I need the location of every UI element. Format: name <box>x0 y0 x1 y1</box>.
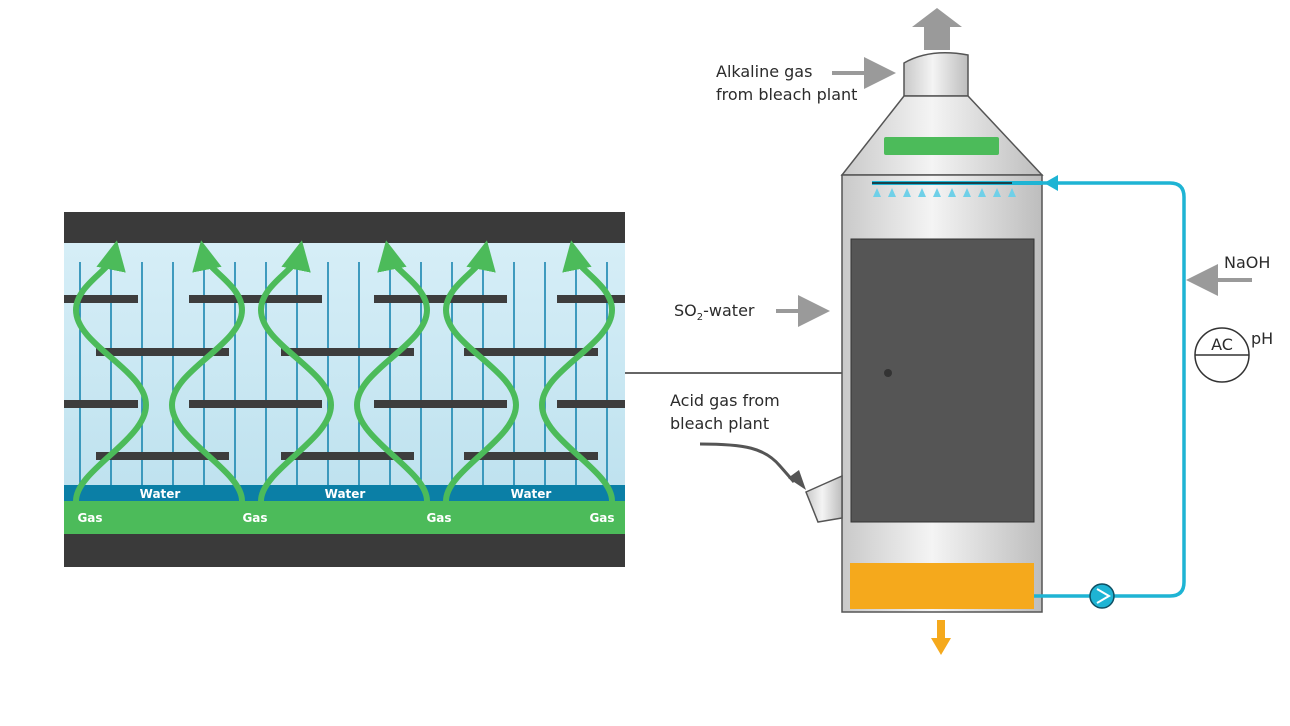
spray-nozzle <box>993 188 1001 197</box>
gas-streams <box>72 240 616 504</box>
gas-stream <box>353 240 431 504</box>
packing-bed <box>850 238 1035 523</box>
outlet-up-arrow <box>912 8 962 50</box>
spray-nozzle <box>888 188 896 197</box>
packing-plate <box>189 295 322 303</box>
ac-label: AC <box>1211 335 1233 354</box>
gas-stream <box>257 240 335 504</box>
packing-plate <box>64 295 138 303</box>
packing-plates <box>64 295 625 460</box>
packing-plate <box>374 295 507 303</box>
water-label: Water <box>325 487 366 501</box>
recirculation-pipe <box>1034 181 1186 598</box>
packing-plate <box>281 348 414 356</box>
packing-plate <box>557 400 625 408</box>
gas-label: Gas <box>426 511 451 525</box>
packing-plate <box>189 400 322 408</box>
alkaline-gas-label-line1: Alkaline gas <box>716 62 812 81</box>
packing-plate <box>374 400 507 408</box>
gas-stream <box>538 240 616 504</box>
spray-nozzle <box>903 188 911 197</box>
acid-gas-arrow <box>699 442 796 483</box>
gas-label: Gas <box>77 511 102 525</box>
gas-band <box>64 501 625 534</box>
column-hood <box>840 95 1044 176</box>
spray-nozzle <box>978 188 986 197</box>
drain-arrow <box>931 620 951 655</box>
recirculation-arrow-head <box>1044 175 1058 191</box>
packing-plate <box>96 348 229 356</box>
gas-stream <box>442 240 520 504</box>
naoh-label: NaOH <box>1224 253 1270 272</box>
packing-detail-inset: Water Water Water Gas Gas Gas Gas <box>64 212 625 567</box>
spray-nozzle <box>1008 188 1016 197</box>
scrubber-column <box>805 52 1044 613</box>
demister <box>884 137 999 155</box>
water-label: Water <box>140 487 181 501</box>
packing-plate <box>464 348 598 356</box>
pump-icon <box>1089 583 1115 609</box>
packing-plate <box>464 452 598 460</box>
spray-nozzle <box>948 188 956 197</box>
spray-nozzle <box>933 188 941 197</box>
water-label: Water <box>511 487 552 501</box>
gas-label: Gas <box>589 511 614 525</box>
spray-nozzle <box>873 188 881 197</box>
sump-liquid <box>850 563 1034 609</box>
spray-nozzles <box>873 188 1016 197</box>
packing-pointer-dot <box>884 369 892 377</box>
acid-gas-inlet <box>805 474 843 523</box>
ph-controller: AC pH <box>1194 327 1273 383</box>
packing-plate <box>281 452 414 460</box>
gas-stream <box>72 240 150 504</box>
acid-gas-label-line2: bleach plant <box>670 414 769 433</box>
outlet-stack <box>903 52 969 97</box>
packing-plate <box>96 452 229 460</box>
packing-plate <box>64 400 138 408</box>
gas-label: Gas <box>242 511 267 525</box>
so2-water-label: SO2-water <box>674 301 755 323</box>
inset-background <box>64 243 625 485</box>
gas-stream <box>168 240 246 504</box>
packing-plate <box>557 295 625 303</box>
water-band <box>64 485 625 501</box>
acid-gas-label-line1: Acid gas from <box>670 391 780 410</box>
spray-nozzle <box>918 188 926 197</box>
ph-label: pH <box>1251 329 1273 348</box>
spray-nozzle <box>963 188 971 197</box>
alkaline-gas-label-line2: from bleach plant <box>716 85 857 104</box>
